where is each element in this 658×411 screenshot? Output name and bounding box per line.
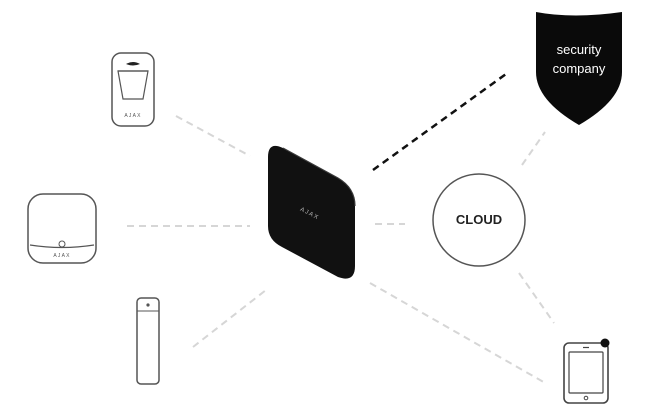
hub-icon: AJAX bbox=[268, 145, 356, 279]
connector-cloud-shield bbox=[521, 131, 546, 166]
siren-icon: AJAX bbox=[27, 193, 97, 264]
motion-detector-icon: AJAX bbox=[111, 52, 155, 127]
connector-sensor-hub bbox=[192, 289, 267, 348]
motion-detector-brand: AJAX bbox=[124, 113, 141, 119]
connector-hub-security-company bbox=[372, 72, 507, 172]
cloud-icon: CLOUD bbox=[432, 173, 526, 267]
cloud-label: CLOUD bbox=[456, 212, 502, 227]
security-company-line2: company bbox=[553, 61, 606, 76]
siren-brand: AJAX bbox=[53, 253, 70, 259]
connectors bbox=[127, 115, 555, 385]
connector-motion-hub bbox=[175, 115, 251, 157]
connector-hub-tablet bbox=[369, 282, 548, 385]
shield-icon: security company bbox=[536, 12, 622, 125]
door-sensor-icon bbox=[136, 297, 160, 385]
tablet-icon bbox=[563, 338, 610, 404]
connector-cloud-tablet bbox=[518, 272, 555, 324]
notification-dot bbox=[600, 338, 610, 348]
security-company-line1: security bbox=[557, 42, 602, 57]
